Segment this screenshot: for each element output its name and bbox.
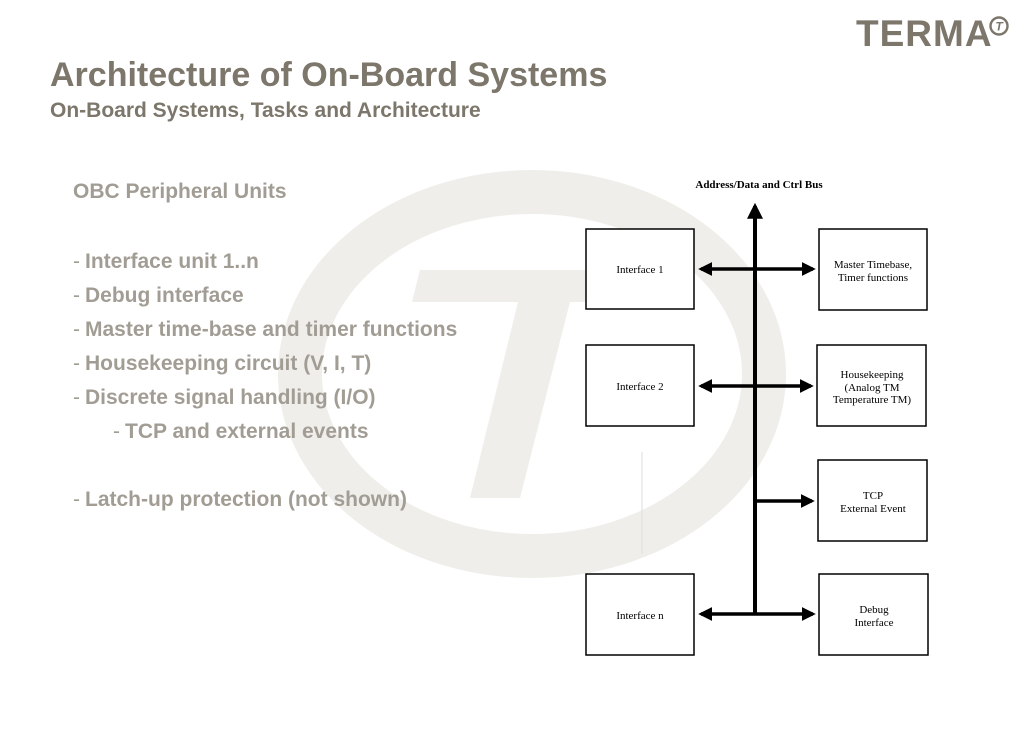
- bullet-text: Latch-up protection (not shown): [85, 488, 407, 511]
- bullet-text: Housekeeping circuit (V, I, T): [85, 352, 372, 375]
- page-title: Architecture of On-Board Systems: [50, 56, 608, 94]
- debug-interface-box: Debug Interface: [818, 573, 929, 656]
- bullet-item: -Interface unit 1..n: [73, 250, 259, 273]
- interface-n-box: Interface n: [585, 573, 695, 656]
- housekeeping-box: Housekeeping (Analog TM Temperature TM): [816, 344, 927, 427]
- interface-1-box: Interface 1: [585, 228, 695, 310]
- svg-text:Temperature TM): Temperature TM): [833, 394, 911, 406]
- bullet-text: Master time-base and timer functions: [85, 318, 458, 341]
- master-timebase-box: Master Timebase, Timer functions: [818, 228, 928, 311]
- svg-text:Master Timebase,: Master Timebase,: [834, 259, 912, 271]
- svg-text:Debug: Debug: [859, 604, 889, 616]
- svg-text:(Analog TM: (Analog TM: [844, 382, 899, 394]
- svg-text:Interface n: Interface n: [616, 610, 664, 622]
- svg-text:TCP: TCP: [863, 490, 883, 502]
- terma-mark-icon: T: [989, 16, 1009, 36]
- page-subtitle: On-Board Systems, Tasks and Architecture: [50, 99, 481, 122]
- interface-2-box: Interface 2: [585, 344, 695, 427]
- bullet-text: Discrete signal handling (I/O): [85, 386, 376, 409]
- svg-text:Timer functions: Timer functions: [838, 272, 908, 284]
- bullet-item: -Discrete signal handling (I/O): [73, 386, 376, 409]
- bullet-text: TCP and external events: [125, 420, 369, 443]
- logo-text: TERMA: [856, 13, 993, 54]
- svg-text:Interface 2: Interface 2: [616, 381, 663, 393]
- bullet-item: -Master time-base and timer functions: [73, 318, 458, 341]
- svg-text:External Event: External Event: [840, 503, 906, 515]
- section-heading: OBC Peripheral Units: [73, 180, 287, 203]
- bullet-list: -Interface unit 1..n -Debug interface -M…: [73, 248, 457, 520]
- svg-text:Interface: Interface: [854, 617, 893, 629]
- bullet-text: Debug interface: [85, 284, 244, 307]
- bullet-item: -Debug interface: [73, 284, 244, 307]
- tcp-external-event-box: TCP External Event: [817, 459, 928, 542]
- bullet-text: Interface unit 1..n: [85, 250, 259, 273]
- sub-bullet-item: -TCP and external events: [113, 420, 369, 443]
- bullet-item: -Latch-up protection (not shown): [73, 488, 407, 511]
- svg-text:Housekeeping: Housekeeping: [841, 369, 904, 381]
- bullet-item: -Housekeeping circuit (V, I, T): [73, 352, 372, 375]
- svg-text:Interface 1: Interface 1: [616, 264, 663, 276]
- svg-text:T: T: [995, 20, 1004, 34]
- bus-label: Address/Data and Ctrl Bus: [695, 179, 823, 191]
